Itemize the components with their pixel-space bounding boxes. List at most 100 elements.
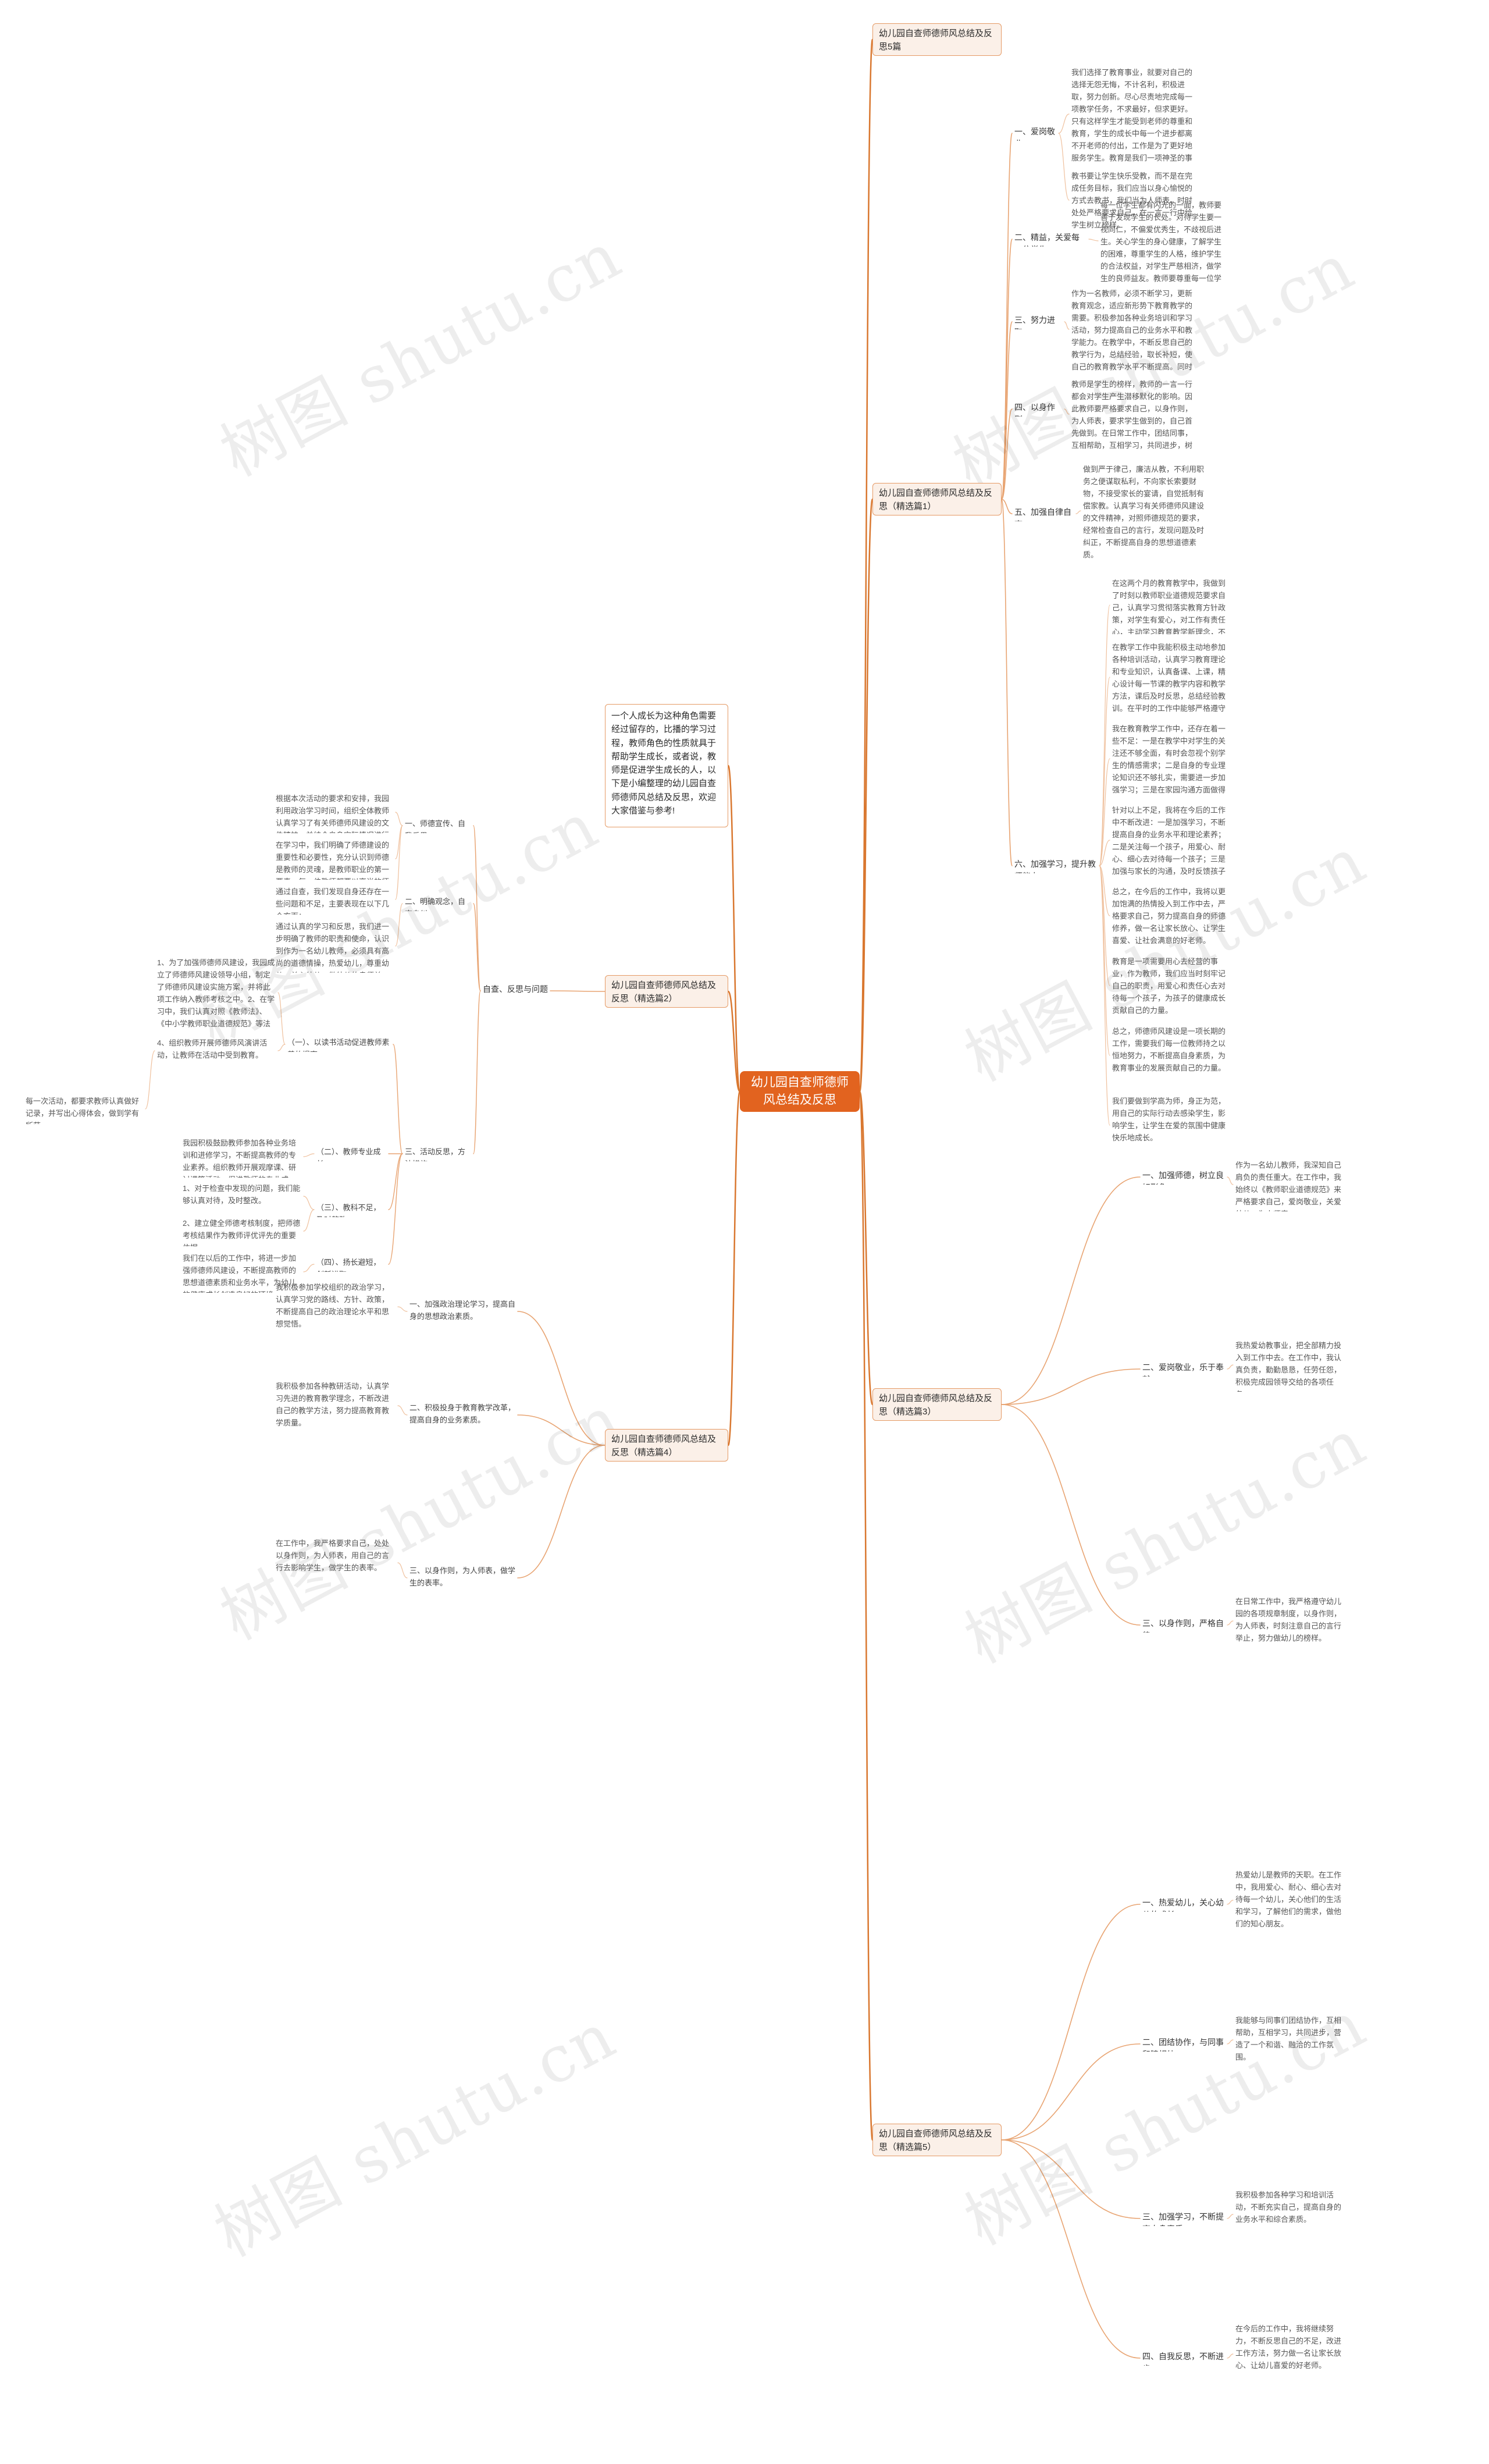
text-block: 2、建立健全师德考核制度，把师德考核结果作为教师评优评先的重要依据。 xyxy=(183,1219,301,1246)
intro-note[interactable]: 一个人成长为这种角色需要经过留存的，比播的学习过程，教师角色的性质就具于帮助学生… xyxy=(605,704,728,827)
text-block: 在学习中，我们明确了师德建设的重要性和必要性，充分认识到师德是教师的灵魂，是教师… xyxy=(276,841,390,880)
text-block: 做到严于律己，廉洁从教，不利用职务之便谋取私利，不向家长索要财物，不接受家长的宴… xyxy=(1083,465,1205,560)
connector-line xyxy=(277,1044,286,1051)
topic-label: 三、活动反思，方法措施 xyxy=(405,1147,466,1161)
topic-self-discipline[interactable]: 三、以身作则，严格自律。 xyxy=(1140,1617,1227,1633)
connector-line xyxy=(388,1153,403,1265)
topic-example[interactable]: 四、以身作则。 xyxy=(1012,401,1064,417)
connector-line xyxy=(1227,2353,1234,2359)
text-block: 每一位学生都有闪光的一面，教师要善于发现学生的长处。对待学生要一视同仁，不偏爱优… xyxy=(1100,201,1222,283)
branch-title: 幼儿园自查师德师风总结及反思（精选篇3） xyxy=(879,1393,993,1417)
text-block: 在日常工作中，我严格遵守幼儿园的各项规章制度，以身作则，为人师表，时刻注意自己的… xyxy=(1235,1597,1342,1643)
branch-selected-3[interactable]: 幼儿园自查师德师风总结及反思（精选篇3） xyxy=(872,1388,1002,1421)
topic-reflection[interactable]: 四、自我反思，不断进步。 xyxy=(1140,2351,1227,2366)
intro-text: 一个人成长为这种角色需要经过留存的，比播的学习过程，教师角色的性质就具于帮助学生… xyxy=(611,711,717,816)
topic-label: 自查、反思与问题 xyxy=(483,984,548,994)
branch-selected-5[interactable]: 幼儿园自查师德师风总结及反思（精选篇5） xyxy=(872,2124,1002,2156)
text-block: 我积极参加各种学习和培训活动，不断充实自己，提高自身的业务水平和综合素质。 xyxy=(1235,2191,1342,2224)
topic-teamwork[interactable]: 二、团结协作，与同事和睦相处。 xyxy=(1140,2036,1227,2051)
text-block: 总之，在今后的工作中，我将以更加饱满的热情投入到工作中去，严格要求自己，努力提高… xyxy=(1112,887,1226,945)
text-block: 通过认真的学习和反思，我们进一步明确了教师的职责和使命，认识到作为一名幼儿教师，… xyxy=(276,922,390,973)
text-block: 我们要做到学高为师，身正为范，用自己的实际行动去感染学生，影响学生，让学生在爱的… xyxy=(1112,1097,1226,1143)
connector-line xyxy=(395,812,403,826)
connector-line xyxy=(1099,677,1110,866)
topic-teaching-reform[interactable]: 二、积极投身于教育教学改革，提高自身的业务素质。 xyxy=(407,1402,518,1428)
branch-selected-1[interactable]: 幼儿园自查师德师风总结及反思（精选篇1） xyxy=(872,483,1002,515)
text-block: 我能够与同事们团结协作，互相帮助，互相学习，共同进步，营造了一个和谐、融洽的工作… xyxy=(1235,2016,1342,2062)
connector-line xyxy=(303,1153,315,1157)
connector-line xyxy=(303,1196,315,1210)
topic-label: 二、爱岗敬业，乐于奉献。 xyxy=(1142,1363,1224,1377)
text-block: 作为一名幼儿教师，我深知自己肩负的责任重大。在工作中，我始终以《教师职业道德规范… xyxy=(1235,1161,1342,1211)
topic-label: 五、加强自律自查。 xyxy=(1014,507,1071,521)
connector-line xyxy=(473,990,481,1154)
text-block: 我热爱幼教事业，把全部精力投入到工作中去。在工作中，我认真负责，勤勤恳恳，任劳任… xyxy=(1235,1341,1342,1392)
connector-line xyxy=(859,498,874,1093)
text-block: 教育是一项需要用心去经营的事业，作为教师，我们应当时刻牢记自己的职责，用爱心和责… xyxy=(1112,957,1226,1015)
text-block: 教书要让学生快乐受教，而不是在完成任务目标，我们应当以身心愉悦的方式去教书，我们… xyxy=(1071,172,1193,230)
text-block: 在教学工作中我能积极主动地参加各种培训活动，认真学习教育理论和专业知识，认真备课… xyxy=(1112,643,1226,713)
topic-measures[interactable]: 三、活动反思，方法措施 xyxy=(402,1146,473,1161)
connector-line xyxy=(1001,499,1013,514)
topic-label: 三、努力进取。 xyxy=(1014,315,1055,329)
topic-label: 一、爱岗敬业。 xyxy=(1014,127,1055,141)
text-block: 我积极参加各种教研活动，认真学习先进的教育教学理念，不断改进自己的教学方法，努力… xyxy=(276,1382,390,1428)
topic-rectification[interactable]: （三）、教科不足，及时整改 xyxy=(314,1202,389,1217)
connector-line xyxy=(397,1306,408,1312)
topic-keep-learning[interactable]: 三、加强学习，不断提高自身素质。 xyxy=(1140,2211,1227,2226)
topic-innovation[interactable]: （四）、扬长避短，创新进取 xyxy=(314,1257,389,1272)
root-topic[interactable]: 幼儿园自查师德师风总结及反思 xyxy=(740,1071,860,1112)
topic-good-image[interactable]: 一、加强师德，树立良好形象。 xyxy=(1140,1169,1227,1185)
connector-line xyxy=(303,1264,315,1272)
connector-line xyxy=(1099,865,1110,916)
topic-label: 四、以身作则。 xyxy=(1014,403,1055,417)
text-block: 每一次活动，都要求教师认真做好记录，并写出心得体会，做到学有所获。 xyxy=(26,1097,140,1124)
topic-label: 一、加强师德，树立良好形象。 xyxy=(1142,1171,1224,1185)
topic-self-discipline[interactable]: 五、加强自律自查。 xyxy=(1012,506,1076,521)
topic-label: （一）、以读书活动促进教师素养的提高 xyxy=(287,1038,390,1052)
connector-line xyxy=(1088,239,1099,241)
text-block: 在这两个月的教育教学中，我做到了时刻以教师职业道德规范要求自己，认真学习贯彻落实… xyxy=(1112,579,1226,634)
topic-love-children[interactable]: 一、热爱幼儿，关心幼儿的成长。 xyxy=(1140,1897,1227,1912)
topic-label: （三）、教科不足，及时整改 xyxy=(316,1203,381,1217)
topic-professional-growth[interactable]: （二）、教师专业成长 xyxy=(314,1146,389,1161)
topic-label: 四、自我反思，不断进步。 xyxy=(1142,2352,1224,2366)
topic-reading-activity[interactable]: （一）、以读书活动促进教师素养的提高 xyxy=(285,1037,393,1052)
topic-label: 二、积极投身于教育教学改革，提高自身的业务素质。 xyxy=(409,1403,516,1424)
connector-line xyxy=(1001,499,1013,866)
connector-line xyxy=(1227,1364,1234,1370)
connector-line xyxy=(1227,1620,1234,1626)
topic-self-correction[interactable]: 二、明确观念，自查自纠 xyxy=(402,896,473,911)
topic-label: 六、加强学习，提升教师能力。 xyxy=(1014,859,1096,873)
branch-selected-2[interactable]: 幼儿园自查师德师风总结及反思（精选篇2） xyxy=(605,975,728,1008)
branch-summary-5[interactable]: 幼儿园自查师德师风总结及反思5篇 xyxy=(872,23,1002,56)
connector-line xyxy=(727,1090,741,1446)
topic-role-model[interactable]: 三、以身作则，为人师表，做学生的表率。 xyxy=(407,1565,518,1591)
connector-line xyxy=(303,1209,315,1232)
connector-line xyxy=(859,1090,874,2141)
connector-line xyxy=(1227,1176,1234,1185)
topic-dedication[interactable]: 一、爱岗敬业。 xyxy=(1012,126,1059,141)
topic-label: 二、团结协作，与同事和睦相处。 xyxy=(1142,2038,1224,2051)
text-block: 1、对于检查中发现的问题，我们能够认真对待，及时整改。 xyxy=(183,1184,301,1206)
branch-selected-4[interactable]: 幼儿园自查师德师风总结及反思（精选篇4） xyxy=(605,1429,728,1462)
connector-line xyxy=(397,1405,408,1416)
topic-devotion[interactable]: 二、爱岗敬业，乐于奉献。 xyxy=(1140,1361,1227,1377)
text-block: 我们在以后的工作中，将进一步加强师德师风建设，不断提高教师的思想道德素质和业务水… xyxy=(183,1254,297,1293)
topic-self-check[interactable]: 自查、反思与问题 xyxy=(480,983,550,998)
text-block: 作为一名教师，必须不断学习，更新教育观念，适应新形势下教育教学的需要。积极参加各… xyxy=(1071,289,1193,372)
connector-line xyxy=(859,38,874,1093)
text-block: 针对以上不足，我将在今后的工作中不断改进：一是加强学习，不断提高自身的业务水平和… xyxy=(1112,806,1226,876)
text-block: 我在教育教学工作中，还存在着一些不足：一是在教学中对学生的关注还不够全面，有时会… xyxy=(1112,724,1226,795)
topic-label: 一、师德宣传、自我反思 xyxy=(405,819,466,833)
connector-line xyxy=(1227,2214,1234,2219)
topic-ethics-reflection[interactable]: 一、师德宣传、自我反思 xyxy=(402,818,473,833)
topic-learning[interactable]: 六、加强学习，提升教师能力。 xyxy=(1012,858,1099,873)
topic-care-students[interactable]: 二、精益，关爱每一位学生。 xyxy=(1012,232,1089,247)
connector-line xyxy=(727,765,741,1093)
topic-label: 三、以身作则，严格自律。 xyxy=(1142,1619,1224,1633)
topic-progress[interactable]: 三、努力进取。 xyxy=(1012,314,1064,329)
topic-political-study[interactable]: 一、加强政治理论学习，提高自身的思想政治素质。 xyxy=(407,1299,518,1324)
connector-line xyxy=(1064,321,1070,330)
connector-line xyxy=(1227,1900,1234,1905)
